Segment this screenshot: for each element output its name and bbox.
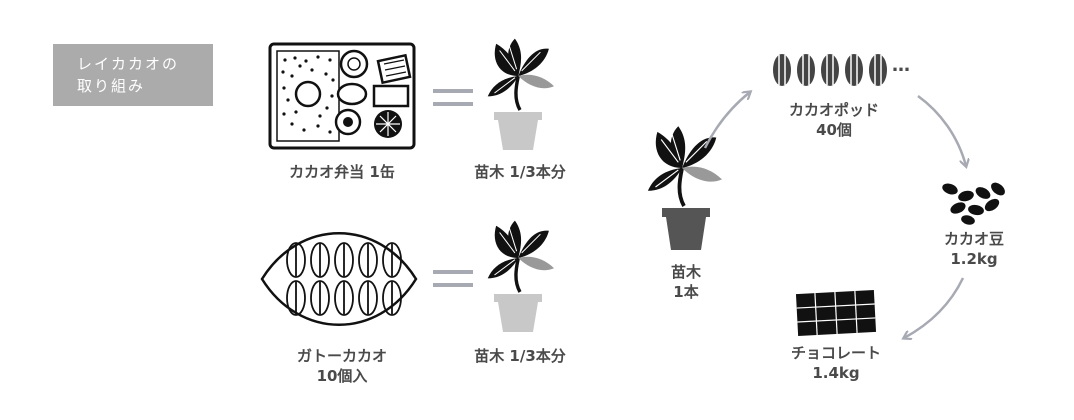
chocolate-label-line-1: チョコレート <box>774 343 898 363</box>
seedling-third-label-1: 苗木 1/3本分 <box>456 162 584 182</box>
seedling-third-icon-1 <box>488 39 554 150</box>
beans-label-line-2: 1.2kg <box>926 249 1022 269</box>
seedling-label-line-2: 1本 <box>646 282 726 302</box>
pods-label-line-1: カカオポッド <box>772 100 896 120</box>
arrow-beans-to-chocolate <box>904 278 963 338</box>
cacao-pods-icon <box>773 54 887 86</box>
gateau-label-line-2: 10個入 <box>276 366 408 386</box>
pods-ellipsis: … <box>892 56 932 76</box>
equals-sign-2 <box>433 272 473 285</box>
equals-sign-1 <box>433 91 473 104</box>
beans-label-line-1: カカオ豆 <box>926 229 1022 249</box>
bento-label: カカオ弁当 1缶 <box>276 162 408 182</box>
seedling-label: 苗木 1本 <box>646 262 726 302</box>
gateau-label-line-1: ガトーカカオ <box>276 346 408 366</box>
beans-label: カカオ豆 1.2kg <box>926 229 1022 269</box>
seedling-third-icon-2 <box>488 221 554 332</box>
seedling-label-line-1: 苗木 <box>646 262 726 282</box>
pods-label: カカオポッド 40個 <box>772 100 896 140</box>
chocolate-label: チョコレート 1.4kg <box>774 343 898 383</box>
seedling-third-label-2: 苗木 1/3本分 <box>456 346 584 366</box>
gateau-label: ガトーカカオ 10個入 <box>276 346 408 386</box>
pods-label-line-2: 40個 <box>772 120 896 140</box>
cacao-beans-icon <box>941 180 1008 226</box>
gateau-cacao-icon <box>262 233 416 325</box>
cacao-bento-icon <box>270 44 414 148</box>
chocolate-label-line-2: 1.4kg <box>774 363 898 383</box>
chocolate-bar-icon <box>796 290 876 336</box>
seedling-icon <box>648 126 722 250</box>
arrow-pods-to-beans <box>918 96 966 166</box>
